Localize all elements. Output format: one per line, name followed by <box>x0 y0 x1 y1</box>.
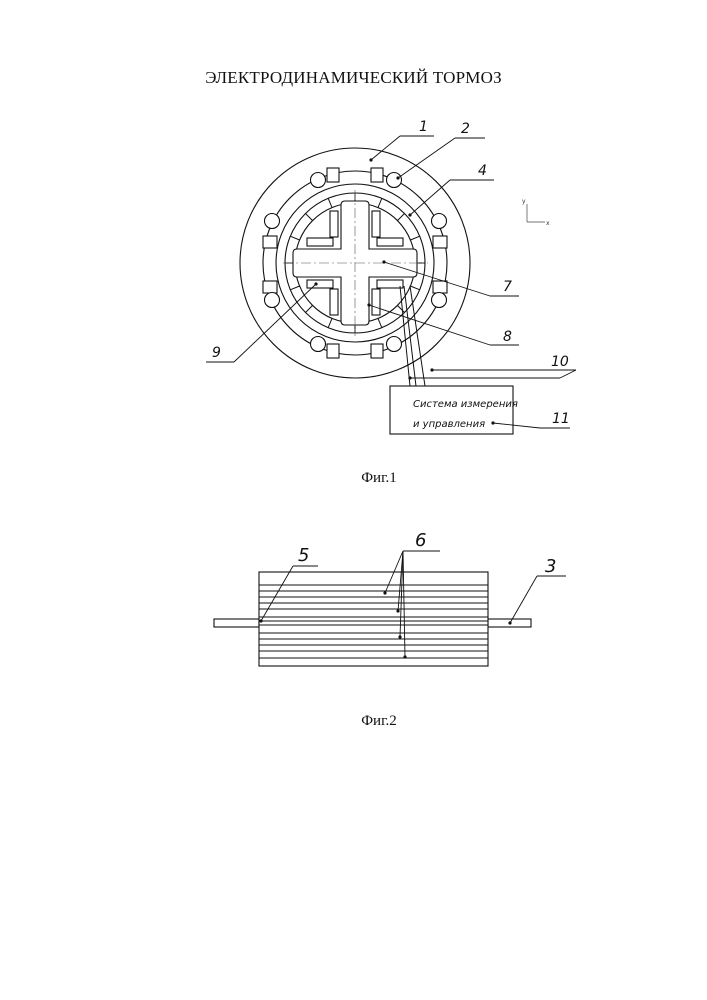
label-1: 1 <box>419 119 428 135</box>
figure-1 <box>206 136 576 434</box>
figure-1-caption: Фиг.1 <box>339 470 419 487</box>
label-3: 3 <box>545 556 556 577</box>
label-11: 11 <box>552 411 570 427</box>
rotor-body <box>259 572 488 666</box>
label-4: 4 <box>478 163 487 179</box>
label-9: 9 <box>212 345 221 361</box>
label-5: 5 <box>298 545 309 566</box>
label-6: 6 <box>415 530 426 551</box>
axis-glyph <box>527 204 545 222</box>
box-text-line-1: Система измерения <box>413 399 518 410</box>
wires <box>400 286 425 386</box>
label-7: 7 <box>503 279 512 295</box>
box-text-line-2: и управления <box>413 419 485 430</box>
axis-label-y: y <box>522 198 526 205</box>
figure-2-caption: Фиг.2 <box>339 713 419 730</box>
axis-label-x: x <box>546 220 550 227</box>
label-8: 8 <box>503 329 512 345</box>
label-10: 10 <box>551 354 569 370</box>
label-2: 2 <box>461 121 470 137</box>
figure-2 <box>214 551 566 666</box>
